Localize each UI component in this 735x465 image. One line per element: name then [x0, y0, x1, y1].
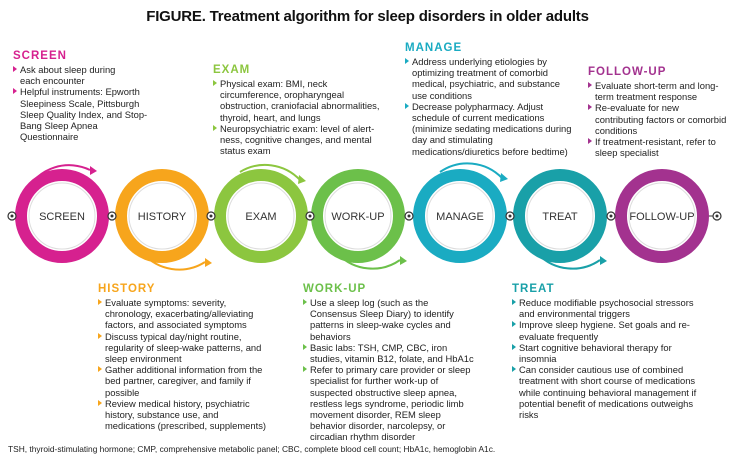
arrow-head — [600, 256, 607, 265]
panel-history: HISTORY Evaluate symptoms: severity, chr… — [98, 283, 270, 431]
panel-heading: WORK-UP — [303, 283, 367, 295]
footnote: TSH, thyroid-stimulating hormone; CMP, c… — [8, 444, 496, 454]
panel-heading: TREAT — [512, 283, 555, 295]
step-circle-manage: MANAGE — [413, 169, 507, 263]
panel-item: Neuropsychiatric exam: level of alert-ne… — [213, 123, 383, 157]
step-circle-exam: EXAM — [214, 169, 308, 263]
panel-item: Decrease polypharmacy. Adjust schedule o… — [405, 101, 575, 157]
panel-exam: EXAM Physical exam: BMI, neck circumfere… — [213, 64, 383, 156]
panel-item: Review medical history, psychiatric hist… — [98, 398, 270, 432]
panel-heading: FOLLOW-UP — [588, 66, 667, 78]
step-circle-workup: WORK-UP — [311, 169, 405, 263]
step-label: FOLLOW-UP — [629, 211, 694, 223]
step-label: SCREEN — [39, 211, 85, 223]
panel-heading: SCREEN — [13, 50, 67, 62]
figure-title: FIGURE. Treatment algorithm for sleep di… — [146, 8, 589, 25]
panel-item: Helpful instruments: Epworth Sleepiness … — [13, 86, 158, 142]
panel-item: Improve sleep hygiene. Set goals and re-… — [512, 319, 702, 342]
panel-followup: FOLLOW-UP Evaluate short-term and long-t… — [588, 66, 728, 158]
panel-item: Ask about sleep during each encounter — [13, 64, 130, 86]
panel-item: Reduce modifiable psychosocial stressors… — [512, 297, 702, 319]
arrow-head — [500, 173, 508, 182]
arrow-head — [90, 166, 97, 175]
process-diagram: SCREEN HISTORY EXAM WORK-UP MANAGE TREAT… — [7, 162, 722, 271]
arrow-head — [205, 258, 212, 267]
step-circle-followup: FOLLOW-UP — [615, 169, 709, 263]
panel-screen: SCREEN Ask about sleep during each encou… — [13, 50, 163, 142]
step-label: WORK-UP — [331, 211, 384, 223]
step-circle-treat: TREAT — [513, 169, 607, 263]
panel-item: Address underlying etiologies by optimiz… — [405, 56, 575, 101]
step-label: EXAM — [245, 211, 276, 223]
panel-workup: WORK-UP Use a sleep log (such as the Con… — [303, 283, 475, 443]
step-label: HISTORY — [138, 211, 187, 223]
panel-item: Start cognitive behavioral therapy for i… — [512, 342, 702, 364]
panel-item: Discuss typical day/night routine, regul… — [98, 331, 270, 365]
arrow-head — [298, 175, 306, 184]
panel-heading: MANAGE — [405, 42, 463, 54]
panel-item: If treatment-resistant, refer to sleep s… — [588, 136, 728, 158]
arrow-head — [400, 256, 407, 265]
panel-treat: TREAT Reduce modifiable psychosocial str… — [512, 283, 702, 420]
panel-item: Evaluate symptoms: severity, chronology,… — [98, 297, 270, 331]
panel-item: Evaluate short-term and long-term treatm… — [588, 80, 728, 102]
panel-manage: MANAGE Address underlying etiologies by … — [405, 42, 575, 157]
step-circle-screen: SCREEN — [15, 169, 109, 263]
panel-item: Gather additional information from the b… — [98, 364, 270, 398]
step-label: MANAGE — [436, 211, 484, 223]
panel-item: Can consider cautious use of combined tr… — [512, 364, 702, 420]
panel-heading: EXAM — [213, 64, 251, 76]
panel-item: Refer to primary care provider or sleep … — [303, 364, 475, 442]
panel-item: Physical exam: BMI, neck circumference, … — [213, 78, 383, 123]
connector-nodes — [7, 211, 722, 221]
step-circle-history: HISTORY — [115, 169, 209, 263]
panel-item: Basic labs: TSH, CMP, CBC, iron studies,… — [303, 342, 475, 364]
panel-heading: HISTORY — [98, 283, 156, 295]
step-label: TREAT — [542, 211, 578, 223]
panel-item: Re-evaluate for new contributing factors… — [588, 102, 728, 136]
panel-item: Use a sleep log (such as the Consensus S… — [303, 297, 475, 342]
